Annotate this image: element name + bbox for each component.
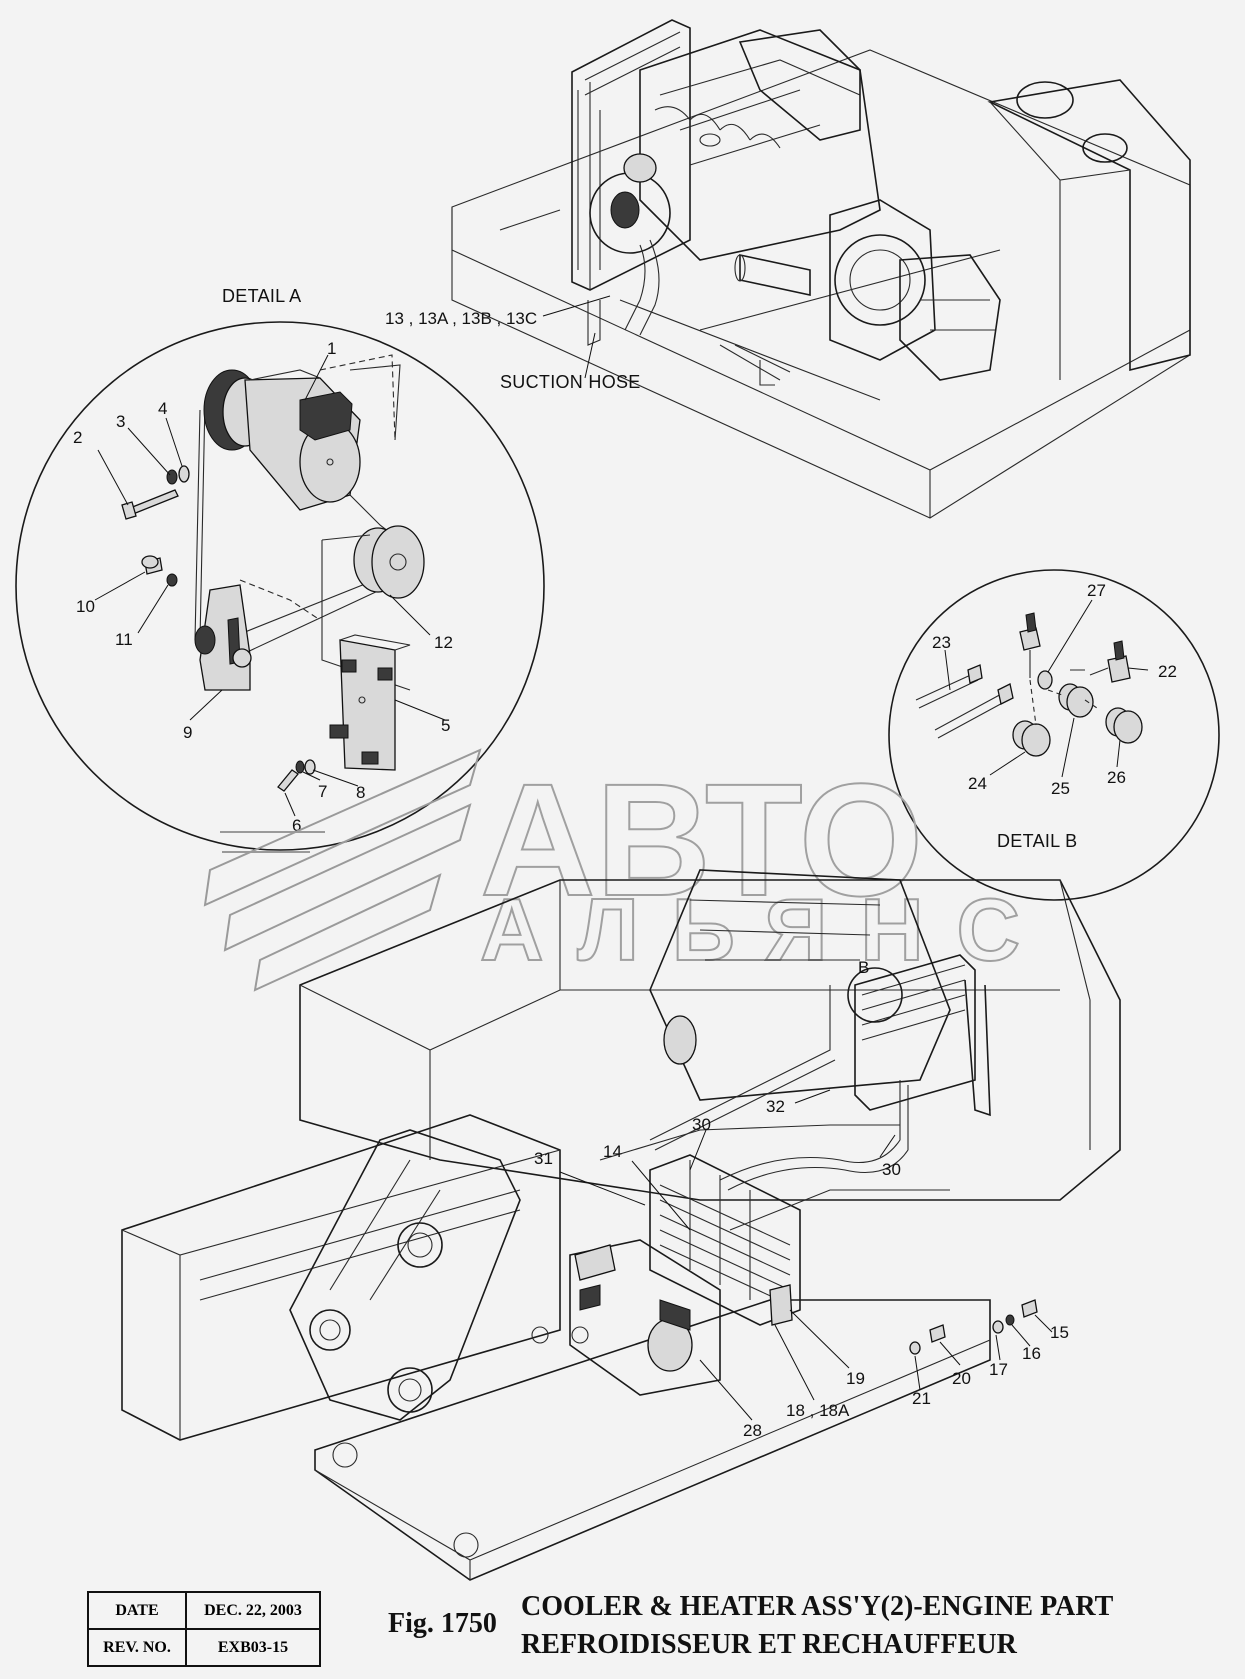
view-marker-b: B	[858, 958, 869, 977]
date-label: DATE	[87, 1591, 187, 1630]
main-view-leaders	[559, 1089, 1053, 1421]
callout-7: 7	[318, 782, 327, 801]
detail-b-leaders	[944, 599, 1149, 778]
callout-9: 9	[183, 723, 192, 742]
callout-6: 6	[292, 816, 301, 835]
callout-30-lower: 30	[882, 1160, 901, 1179]
callout-12: 12	[434, 633, 453, 652]
callout-26: 26	[1107, 768, 1126, 787]
callout-10: 10	[76, 597, 95, 616]
detail-a-leaders	[94, 354, 446, 817]
main-machine-view	[121, 869, 1121, 1581]
callout-31: 31	[534, 1149, 553, 1168]
callout-4: 4	[158, 399, 167, 418]
figure-title-en: COOLER & HEATER ASS'Y(2)-ENGINE PART	[521, 1591, 1114, 1622]
rev-value: EXB03-15	[185, 1628, 321, 1667]
callout-28: 28	[743, 1421, 762, 1440]
callout-16: 16	[1022, 1344, 1041, 1363]
callout-15: 15	[1050, 1323, 1069, 1342]
callout-22: 22	[1158, 662, 1177, 681]
callout-13-13a-13b-13c: 13 , 13A , 13B , 13C	[385, 309, 537, 328]
detail-b-title: DETAIL B	[997, 831, 1077, 851]
callout-8: 8	[356, 783, 365, 802]
callout-24: 24	[968, 774, 987, 793]
callout-3: 3	[116, 412, 125, 431]
rev-label: REV. NO.	[87, 1628, 187, 1667]
callout-30-upper: 30	[692, 1115, 711, 1134]
detail-a-title: DETAIL A	[222, 286, 301, 306]
callout-1: 1	[327, 339, 336, 358]
suction-hose-label: SUCTION HOSE	[500, 372, 641, 392]
callout-18-18a: 18 , 18A	[786, 1401, 850, 1420]
callout-14: 14	[603, 1142, 622, 1161]
top-engine-view	[451, 19, 1191, 519]
detail-a-view	[15, 321, 545, 851]
callout-17: 17	[989, 1360, 1008, 1379]
date-value: DEC. 22, 2003	[185, 1591, 321, 1630]
callout-19: 19	[846, 1369, 865, 1388]
callout-11: 11	[115, 630, 133, 649]
callout-25: 25	[1051, 779, 1070, 798]
callout-5: 5	[441, 716, 450, 735]
callout-23: 23	[932, 633, 951, 652]
callout-21: 21	[912, 1389, 931, 1408]
title-block: DATE DEC. 22, 2003 REV. NO. EXB03-15	[87, 1591, 321, 1667]
detail-b-view	[888, 569, 1220, 901]
callout-2: 2	[73, 428, 82, 447]
figure-title-fr: REFROIDISSEUR ET RECHAUFFEUR	[521, 1629, 1017, 1660]
callout-20: 20	[952, 1369, 971, 1388]
callout-27: 27	[1087, 581, 1106, 600]
figure-number: Fig. 1750	[388, 1608, 497, 1639]
callout-32: 32	[766, 1097, 785, 1116]
